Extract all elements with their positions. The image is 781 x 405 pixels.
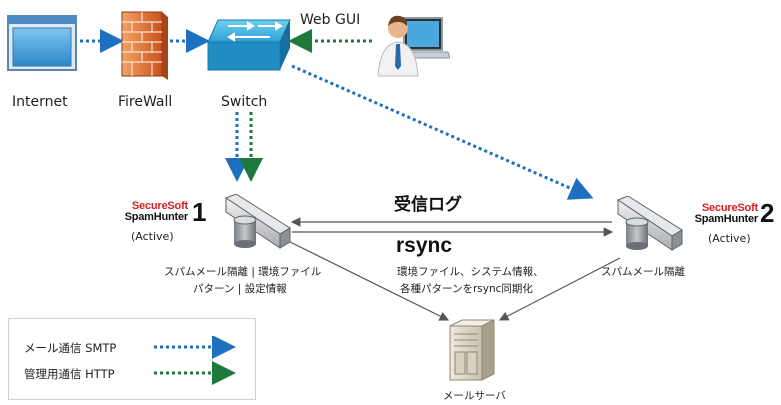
spamhunter1-logo: SecureSoft SpamHunter xyxy=(118,200,189,223)
internet-label: Internet xyxy=(12,94,68,110)
spamhunter2-logo: SecureSoft SpamHunter xyxy=(688,202,759,225)
spamhunter1-brand-top: SecureSoft xyxy=(131,200,188,212)
mailserver-label: メールサーバ xyxy=(443,390,506,402)
rsync-desc-line2: 各種パターンをrsync同期化 xyxy=(400,283,533,295)
mailserver-icon xyxy=(449,319,495,381)
legend-box xyxy=(8,318,256,400)
sh1-to-mailserver xyxy=(281,237,450,321)
spamhunter2-desc: スパムメール隔離 xyxy=(601,266,685,278)
rsync-label: rsync xyxy=(396,234,453,257)
legend-lines xyxy=(154,336,236,385)
smtp-switch-sh2 xyxy=(291,64,594,200)
spamhunter2-server-icon xyxy=(616,196,683,251)
spamhunter2-number: 2 xyxy=(760,198,775,228)
spamhunter2-brand-top: SecureSoft xyxy=(701,202,758,214)
switch-icon xyxy=(207,19,291,71)
spamhunter2-brand-bottom: SpamHunter xyxy=(694,213,759,225)
spamhunter1-server-icon xyxy=(224,194,291,249)
sh2-to-mailserver xyxy=(498,257,621,321)
spamhunter1-number: 1 xyxy=(192,197,207,227)
webgui-label: Web GUI xyxy=(300,12,361,28)
switch-label: Switch xyxy=(221,94,268,110)
firewall-icon xyxy=(121,11,168,80)
legend-http-label: 管理用通信 HTTP xyxy=(24,367,115,381)
spamhunter1-desc-line2: パターン | 設定情報 xyxy=(193,283,287,295)
spamhunter1-brand-bottom: SpamHunter xyxy=(124,211,189,223)
legend-smtp-label: メール通信 SMTP xyxy=(24,341,117,355)
spamhunter1-desc-line1: スパムメール隔離 | 環境ファイル xyxy=(164,266,322,278)
log-label: 受信ログ xyxy=(394,195,462,215)
spamhunter2-status: (Active) xyxy=(708,232,751,245)
spamhunter1-status: (Active) xyxy=(131,230,174,243)
firewall-label: FireWall xyxy=(118,94,173,110)
admin-user-icon xyxy=(377,15,450,77)
internet-browser-icon xyxy=(7,15,77,71)
rsync-desc-line1: 環境ファイル、システム情報、 xyxy=(397,266,544,278)
